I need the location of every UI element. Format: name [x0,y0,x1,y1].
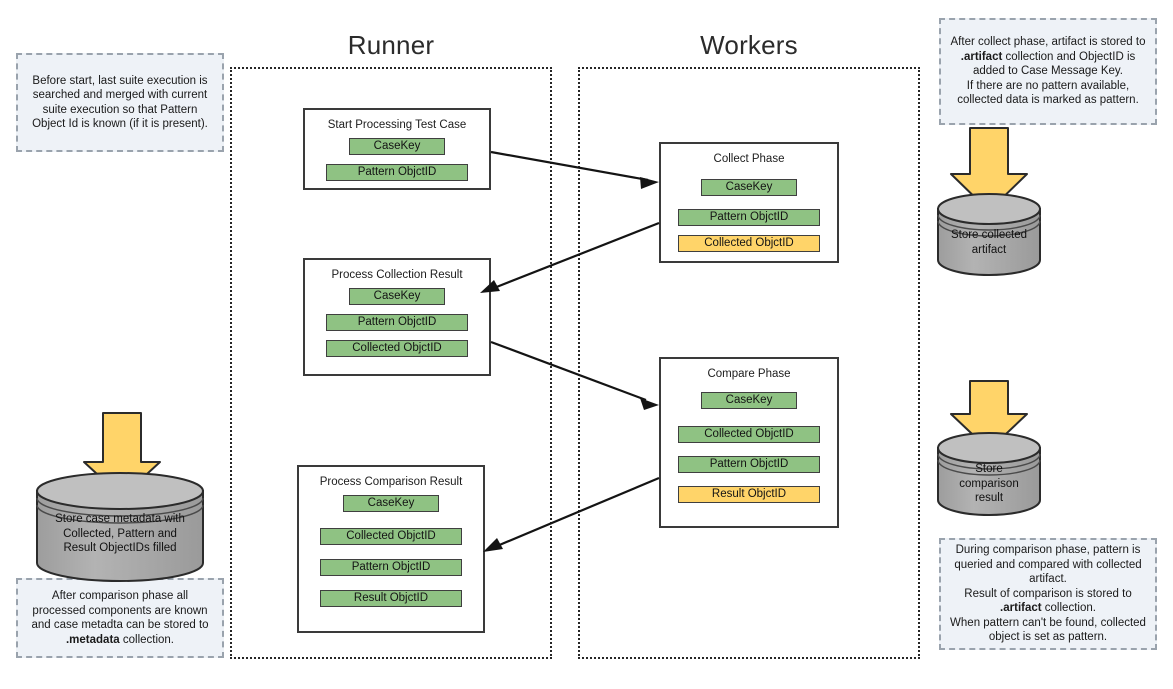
lane-title-workers: Workers [700,30,798,60]
yellow-arrow-icon-right-top [950,127,1028,212]
note-bottom-right-text: During comparison phase, pattern is quer… [950,543,1146,645]
datastore-left-line3: Result ObjectIDs filled [63,542,177,554]
note-bottom-left: After comparison phase all processed com… [16,578,224,658]
field-pattern-objctid: Pattern ObjctID [678,209,820,226]
process-box-title: Start Processing Test Case [327,119,467,131]
note-tr-line3: If there are no pattern available, colle… [957,79,1139,107]
field-casekey: CaseKey [349,288,445,305]
datastore-rt-line1: Store collected [950,229,1028,241]
datastore-label-right-top: Store collected artifact [938,228,1040,257]
note-br-line3: collection. [1041,602,1096,615]
datastore-cylinder-right-bottom [937,432,1041,516]
note-br-line1: During comparison phase, pattern is quer… [954,544,1142,586]
note-bl-bold1: .metadata [65,633,120,646]
field-casekey: CaseKey [343,495,439,512]
datastore-cylinder-right-top [937,193,1041,276]
lane-title-runner: Runner [347,30,435,60]
field-casekey: CaseKey [701,179,797,196]
yellow-arrow-icon-right-bottom [950,380,1028,451]
field-casekey: CaseKey [349,138,445,155]
process-box-start-processing-test-case[interactable]: Start Processing Test Case CaseKey Patte… [303,108,491,190]
field-collected-objctid: Collected ObjctID [320,528,462,545]
process-box-title: Process Collection Result [331,269,463,281]
field-pattern-objctid: Pattern ObjctID [326,164,468,181]
note-bottom-left-text: After comparison phase all processed com… [27,589,213,647]
field-collected-objctid: Collected ObjctID [326,340,468,357]
note-top-left: Before start, last suite execution is se… [16,53,224,152]
note-bl-line1: After comparison phase all processed com… [31,590,209,631]
datastore-left-line1: Store case metadata with [55,513,185,525]
note-bottom-right: During comparison phase, pattern is quer… [939,538,1157,650]
note-top-right: After collect phase, artifact is stored … [939,18,1157,125]
yellow-arrow-icon-left [83,412,161,498]
process-box-title: Collect Phase [713,153,785,165]
field-casekey: CaseKey [701,392,797,409]
field-pattern-objctid: Pattern ObjctID [678,456,820,473]
process-box-process-collection-result[interactable]: Process Collection Result CaseKey Patter… [303,258,491,376]
process-box-collect-phase[interactable]: Collect Phase CaseKey Pattern ObjctID Co… [659,142,839,263]
datastore-rb-line2: comparison [959,477,1019,490]
field-collected-objctid: Collected ObjctID [678,426,820,443]
field-collected-objctid: Collected ObjctID [678,235,820,252]
datastore-label-right-bottom: Store comparison result [938,462,1040,506]
datastore-left-line2: Collected, Pattern and [63,527,177,540]
datastore-label-left: Store case metadata with Collected, Patt… [37,512,203,556]
note-tr-line2: collection and ObjectID is added to Case… [972,50,1136,78]
process-box-compare-phase[interactable]: Compare Phase CaseKey Collected ObjctID … [659,357,839,528]
note-tr-bold1: .artifact [960,50,1003,63]
field-pattern-objctid: Pattern ObjctID [320,559,462,576]
datastore-rb-line3: result [974,492,1004,504]
note-bl-line2: collection. [119,633,175,646]
process-box-title: Process Comparison Result [319,476,463,488]
datastore-rt-line2: artifact [971,243,1007,256]
process-box-process-comparison-result[interactable]: Process Comparison Result CaseKey Collec… [297,465,485,633]
note-br-line2: Result of comparison is stored to [964,587,1132,600]
note-br-line4: When pattern can't be found, collected o… [950,616,1146,644]
note-tr-line1: After collect phase, artifact is stored … [950,36,1146,49]
note-br-bold1: .artifact [1000,602,1042,615]
process-box-title: Compare Phase [707,368,791,380]
datastore-cylinder-left [36,472,204,582]
field-pattern-objctid: Pattern ObjctID [326,314,468,331]
note-top-right-text: After collect phase, artifact is stored … [950,35,1146,108]
field-result-objctid: Result ObjctID [678,486,820,503]
field-result-objctid: Result ObjctID [320,590,462,607]
datastore-rb-line1: Store [975,463,1003,475]
note-top-left-text: Before start, last suite execution is se… [32,74,208,131]
